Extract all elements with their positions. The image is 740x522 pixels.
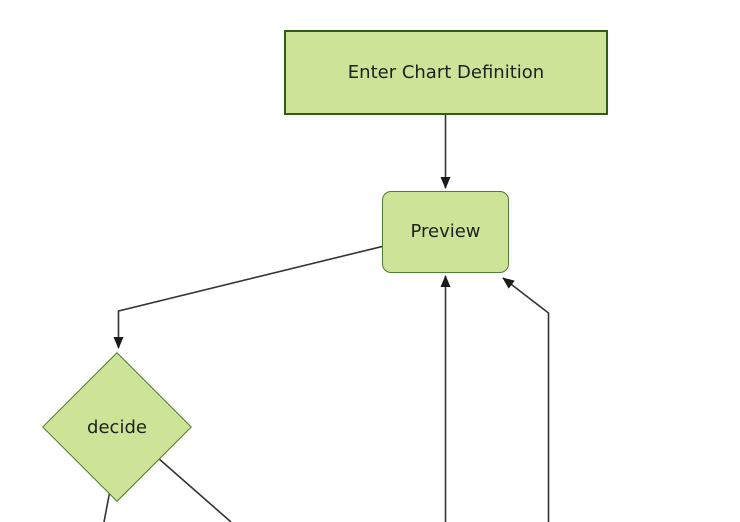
node-preview: Preview — [382, 191, 509, 273]
node-enter-chart-definition: Enter Chart Definition — [284, 30, 608, 115]
edge-preview-to-decide — [113, 245, 383, 349]
node-decide-label-wrap: decide — [41, 351, 193, 503]
edge-offscreen-to-preview-corner — [502, 277, 550, 522]
edge-decide-to-offscreen-right — [157, 457, 232, 522]
node-preview-label: Preview — [410, 221, 481, 243]
edge-decide-to-offscreen-left — [103, 492, 111, 522]
node-decide-label: decide — [87, 416, 147, 438]
node-enter-chart-definition-label: Enter Chart Definition — [347, 61, 545, 83]
